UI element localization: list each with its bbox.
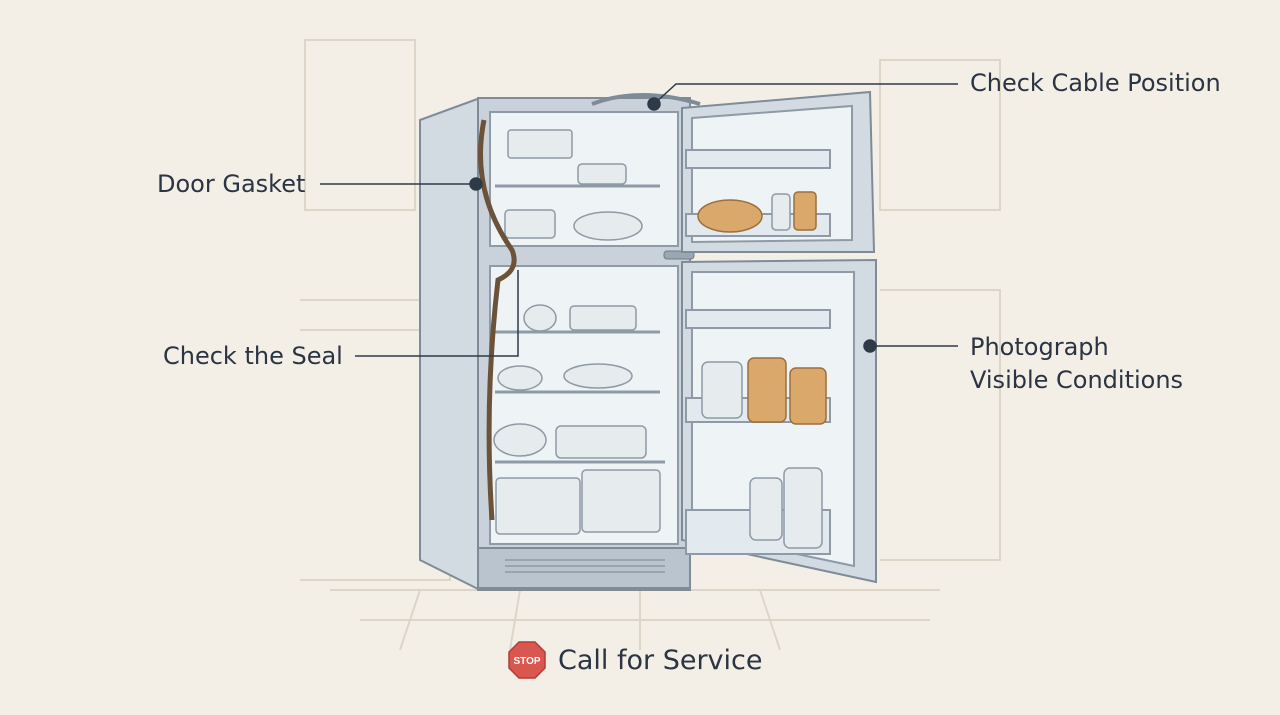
callout-leaders bbox=[320, 83, 958, 357]
callout-photo-line2: Visible Conditions bbox=[970, 366, 1184, 394]
callout-photo-line1: Photograph bbox=[970, 333, 1109, 361]
callout-photograph-conditions: Photograph Visible Conditions bbox=[970, 331, 1183, 397]
dot-cable bbox=[647, 97, 661, 111]
refrigerator-door bbox=[681, 258, 877, 584]
callout-cable-position: Check Cable Position bbox=[970, 69, 1221, 97]
stop-sign-icon: STOP bbox=[508, 641, 546, 679]
cable bbox=[591, 93, 701, 106]
callout-check-seal: Check the Seal bbox=[163, 342, 343, 370]
freezer-door bbox=[681, 90, 876, 253]
stop-sign-text: STOP bbox=[513, 656, 540, 667]
door-gasket-strip bbox=[478, 119, 517, 521]
service-label: Call for Service bbox=[558, 644, 763, 676]
call-for-service: STOP Call for Service bbox=[508, 638, 762, 682]
callout-door-gasket: Door Gasket bbox=[157, 170, 306, 198]
dot-gasket bbox=[469, 177, 483, 191]
leader-seal bbox=[355, 270, 519, 357]
leader-cable bbox=[653, 83, 958, 105]
dot-photo bbox=[863, 339, 877, 353]
refrigerator-body bbox=[419, 93, 701, 592]
